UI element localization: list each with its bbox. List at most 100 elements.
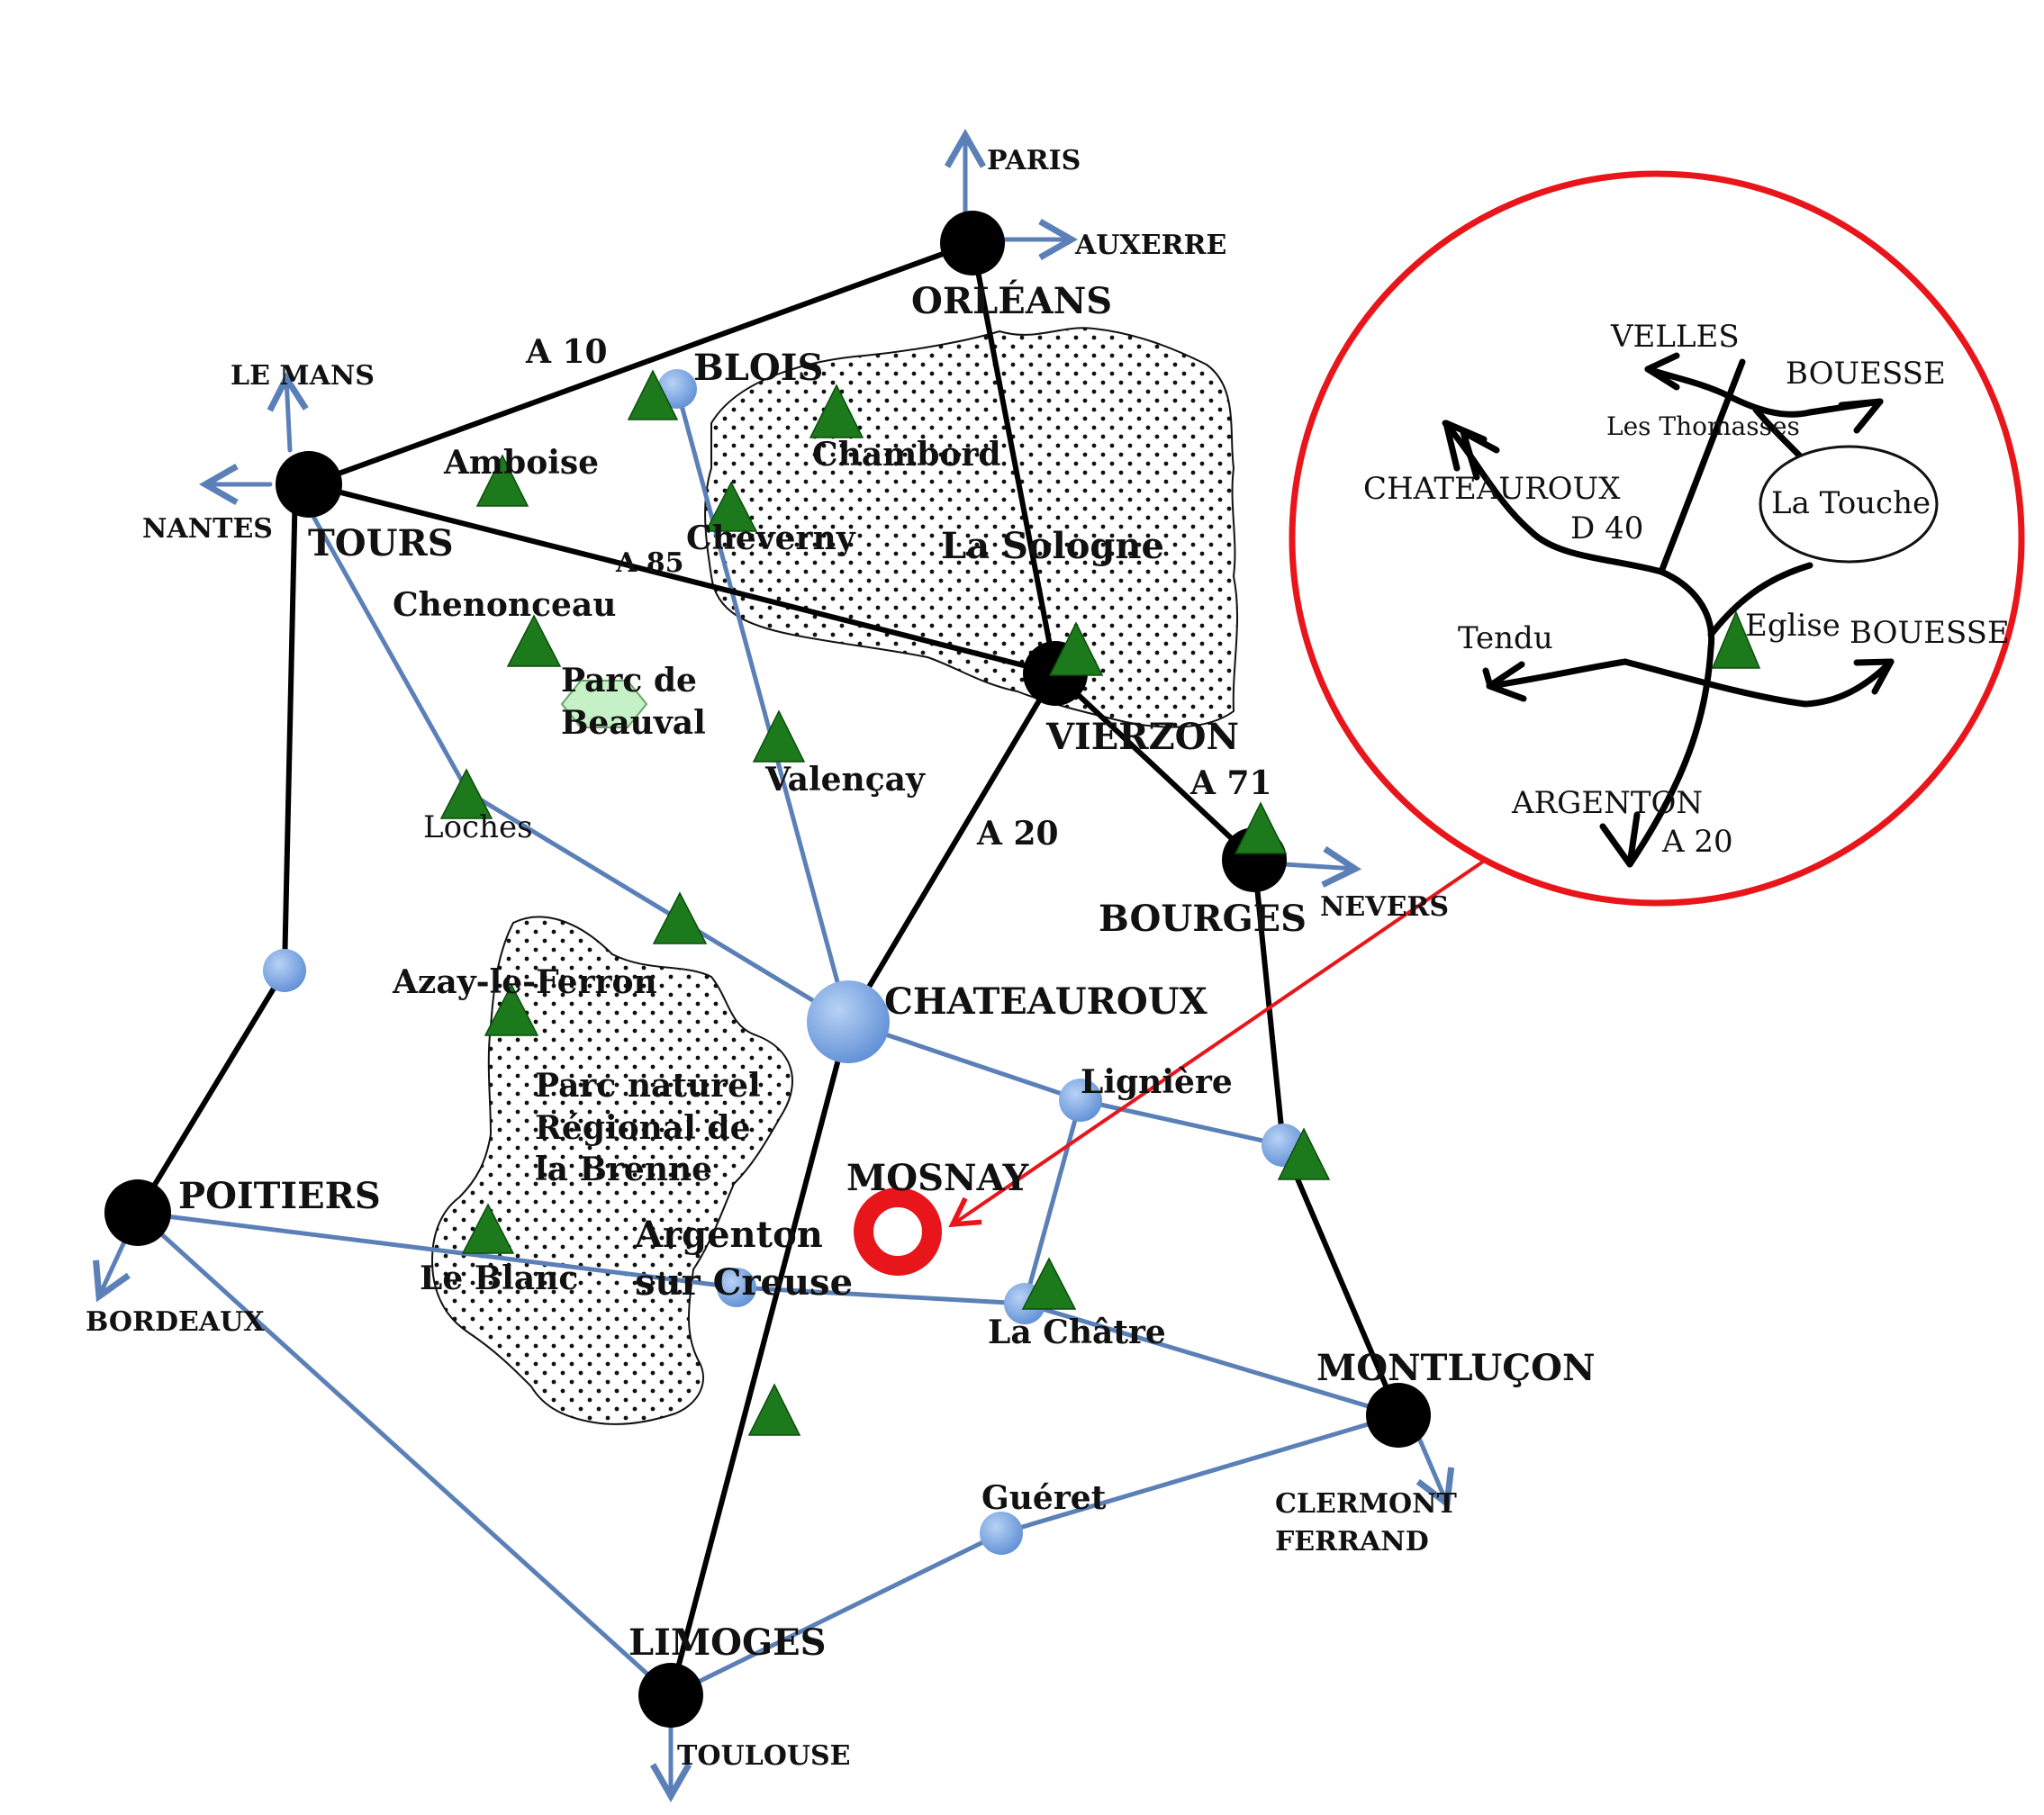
attraction-triangle [484, 983, 539, 1036]
label-poitiers: POITIERS [178, 1175, 381, 1217]
attraction-triangle [439, 768, 493, 819]
inset-road-bouesse-top [1644, 366, 1813, 418]
label-chambord: Chambord [812, 436, 1001, 474]
highways [135, 240, 1401, 1698]
label-beauval-1: Parc de [561, 662, 697, 700]
label-limoges: LIMOGES [629, 1621, 827, 1664]
inset-arrow-chateauroux-2 [1460, 429, 1500, 481]
zoo-hexagon-icon [560, 680, 648, 728]
label-auxerre: AUXERRE [1074, 230, 1226, 261]
inset-label-velles: VELLES [1610, 319, 1740, 355]
inset-label-la-touche: La Touche [1771, 485, 1931, 521]
label-clermont: CLERMONT [1275, 1488, 1458, 1520]
label-valencay: Valençay [764, 761, 926, 799]
label-nevers: NEVERS [1320, 891, 1449, 923]
inset-label-a20: A 20 [1661, 824, 1733, 860]
mosnay-target-icon [854, 1187, 942, 1276]
map-labels: PARIS AUXERRE ORLÉANS LE MANS NANTES TOU… [86, 145, 1596, 1772]
label-bordeaux: BORDEAUX [86, 1306, 265, 1338]
town-node [263, 949, 306, 992]
label-le-blanc: Le Blanc [420, 1260, 578, 1297]
inset-label-chateauroux: CHATEAUROUX [1363, 471, 1621, 507]
label-road-a71: A 71 [1189, 764, 1272, 802]
label-orleans: ORLÉANS [911, 280, 1112, 322]
attraction-triangle [1234, 801, 1288, 854]
label-nantes: NANTES [142, 513, 273, 545]
label-paris: PARIS [987, 145, 1081, 176]
attraction-triangle [752, 709, 806, 763]
label-le-mans: LE MANS [231, 360, 375, 392]
arrow-clermont [1415, 1433, 1455, 1510]
inset-road-a20 [1626, 568, 1715, 868]
limoges-node [638, 1663, 703, 1728]
orleans-node [940, 211, 1005, 275]
label-cheverny: Cheverny [686, 519, 856, 557]
inset-arrow-bouesse-top [1644, 352, 1680, 391]
towns [263, 369, 1305, 1555]
attraction-triangle [506, 614, 562, 667]
label-brenne-1: Parc naturel [535, 1067, 761, 1105]
label-blois: BLOIS [693, 347, 823, 389]
inset-detail-map: VELLES BOUESSE Les Thomasses CHATEAUROUX… [1289, 170, 2025, 907]
attraction-triangle [627, 369, 679, 420]
inset-arrow-argenton [1599, 811, 1641, 868]
inset-label-d40: D 40 [1570, 510, 1643, 546]
label-tours: TOURS [308, 522, 454, 564]
label-vierzon: VIERZON [1045, 716, 1239, 758]
label-argenton-2: sur Creuse [635, 1261, 853, 1304]
inset-arrow-bouesse-right [1853, 658, 1895, 695]
label-loches: Loches [423, 809, 533, 845]
inset-label-thomasses: Les Thomasses [1606, 411, 1800, 441]
label-la-chatre: La Châtre [988, 1314, 1166, 1351]
secondary-roads [135, 386, 1401, 1698]
label-argenton-1: Argenton [634, 1214, 823, 1256]
label-sologne: La Sologne [941, 525, 1164, 567]
arrow-bordeaux [93, 1235, 131, 1303]
label-amboise: Amboise [443, 444, 599, 482]
label-bourges: BOURGES [1099, 898, 1307, 940]
attraction-triangle [475, 454, 529, 507]
label-chenonceau: Chenonceau [393, 586, 616, 624]
gueret-node [980, 1512, 1023, 1555]
brenne-region [430, 916, 793, 1425]
poitiers-node [104, 1179, 171, 1246]
inset-label-bouesse-top: BOUESSE [1786, 356, 1946, 392]
label-mosnay: MOSNAY [846, 1157, 1029, 1199]
label-ligniere: Lignière [1081, 1063, 1233, 1101]
label-brenne-2: Régional de [535, 1109, 750, 1147]
inset-label-bouesse-right: BOUESSE [1850, 615, 2010, 651]
attraction-triangle [704, 481, 758, 532]
chateauroux-node [807, 980, 890, 1063]
inset-road-tendu-bouesse [1487, 658, 1895, 708]
tours-node [276, 451, 342, 518]
attractions [439, 369, 1331, 1436]
ligniere-node [1059, 1079, 1102, 1122]
label-montlucon: MONTLUÇON [1316, 1347, 1596, 1389]
inset-road-bouesse-branch [1707, 562, 1813, 638]
label-road-a20: A 20 [976, 815, 1059, 853]
argenton-node [717, 1268, 756, 1307]
label-beauval-2: Beauval [561, 704, 706, 742]
label-gueret: Guéret [981, 1479, 1107, 1517]
inset-circle [1289, 170, 2025, 907]
la-touche-ellipse [1759, 445, 1939, 564]
exit-arrows [93, 128, 1455, 1803]
arrow-le-mans [267, 371, 309, 453]
inset-label-tendu: Tendu [1458, 620, 1553, 656]
attraction-triangle [809, 384, 864, 438]
eglise-triangle-icon [1711, 610, 1761, 669]
inset-pointer-arrow [948, 858, 1488, 1228]
label-road-a85: A 85 [615, 547, 683, 579]
attraction-triangle [652, 891, 708, 944]
label-toulouse: TOULOUSE [677, 1740, 851, 1772]
label-ferrand: FERRAND [1275, 1526, 1429, 1558]
attraction-triangle [1021, 1257, 1077, 1310]
inset-label-argenton: ARGENTON [1511, 785, 1703, 821]
inset-label-eglise: Eglise [1745, 608, 1841, 644]
label-brenne-3: la Brenne [535, 1151, 712, 1188]
attraction-triangle [1277, 1127, 1331, 1180]
label-road-a10: A 10 [525, 333, 608, 371]
attraction-triangle [1048, 621, 1104, 676]
label-chateauroux: CHATEAUROUX [884, 980, 1207, 1023]
attraction-triangle [747, 1383, 801, 1436]
